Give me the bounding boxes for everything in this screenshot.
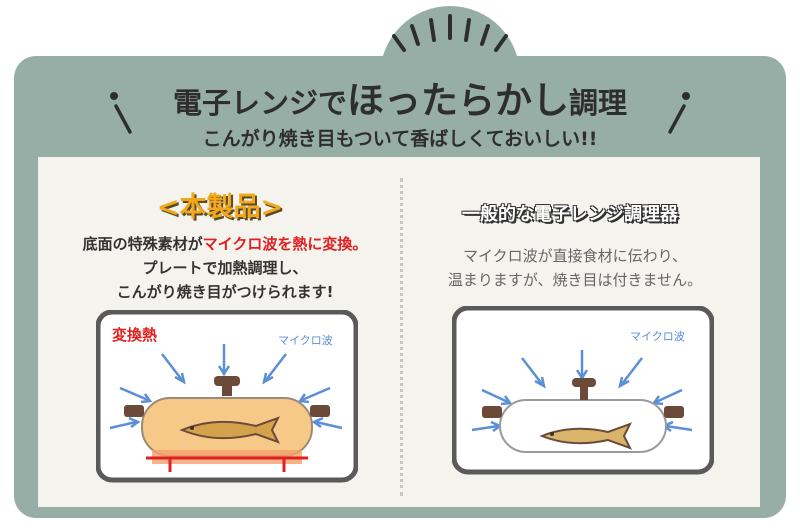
microwave-label-right: マイクロ波 xyxy=(630,330,685,343)
product-header: <本製品> xyxy=(156,192,284,223)
right-accent-icon xyxy=(668,92,690,134)
product-oven-illustration: 変換熱 マイクロ波 xyxy=(96,310,358,483)
sunburst-icon xyxy=(392,14,508,52)
product-description: 底面の特殊素材がマイクロ波を熱に変換。 プレートで加熱調理し、 こんがり焼き目が… xyxy=(82,235,368,301)
subtitle: こんがり焼き目もついて香ばしくておいしい!! xyxy=(202,128,598,150)
microwave-label: マイクロ波 xyxy=(278,334,333,347)
heat-label: 変換熱 xyxy=(112,326,157,344)
general-oven-illustration: マイクロ波 xyxy=(452,306,714,475)
general-header: 一般的な電子レンジ調理器 xyxy=(462,204,678,225)
panel-divider xyxy=(400,178,403,496)
microwave-arrows xyxy=(109,344,343,430)
general-description: マイクロ波が直接食材に伝わり、 温まりますが、焼き目は付きません。 xyxy=(447,247,703,289)
main-title: 電子レンジでほったらかし調理 xyxy=(172,79,628,122)
left-accent-icon xyxy=(110,92,132,134)
